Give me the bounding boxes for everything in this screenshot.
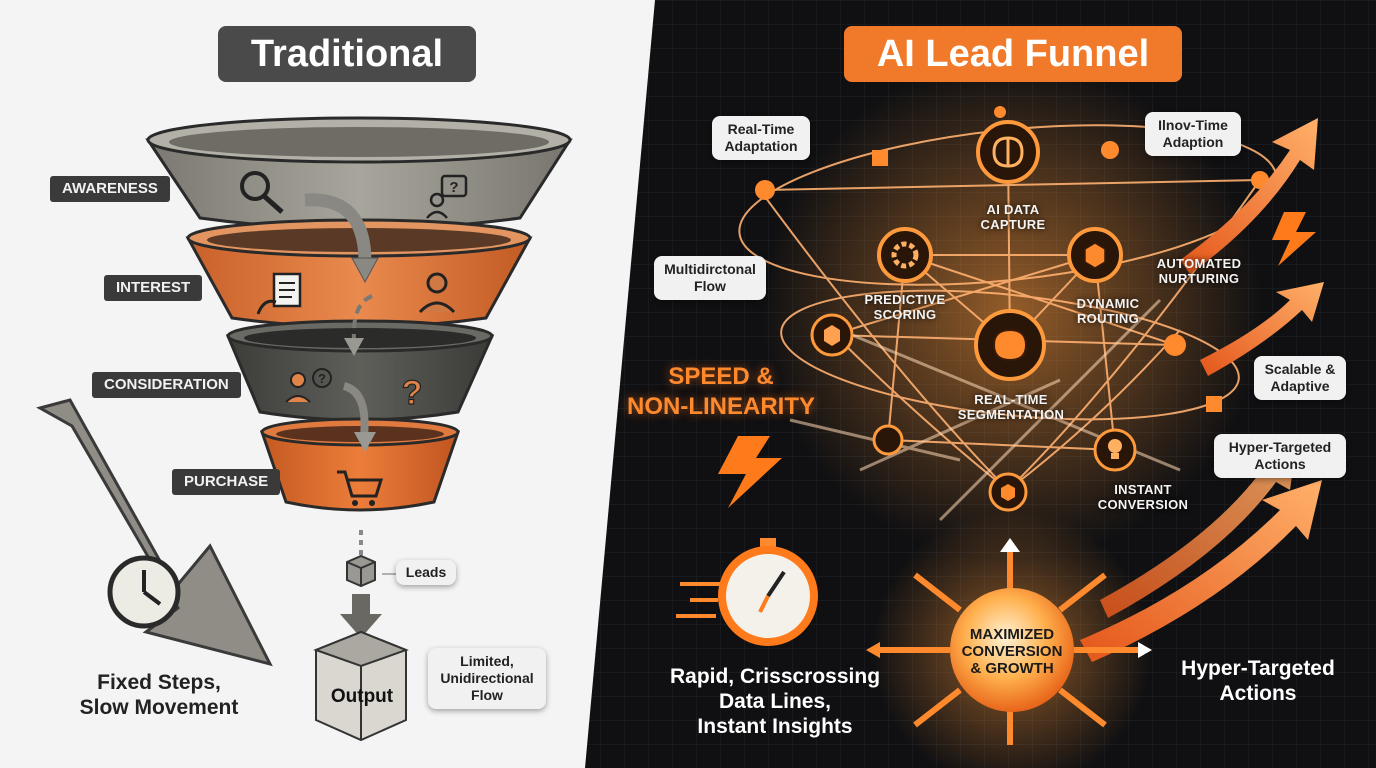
up-arrow: [1000, 538, 1020, 552]
gear-icon: [877, 227, 933, 283]
conversion-orb: [950, 588, 1074, 712]
node-instant-conversion: INSTANT CONVERSION: [1097, 482, 1189, 512]
output-label: Output: [330, 686, 394, 707]
brain-icon: [976, 120, 1040, 184]
cube-icon: [810, 313, 854, 357]
cart-icon: [337, 470, 384, 506]
limited-flow-bubble: Limited, Unidirectional Flow: [428, 648, 546, 709]
svg-text:?: ?: [449, 179, 458, 196]
stage-label-interest: INTEREST: [104, 275, 203, 301]
growth-arrow: [1200, 282, 1324, 376]
orb-label: MAXIMIZED CONVERSION & GROWTH: [961, 626, 1063, 677]
person-question-icon: ? ?: [285, 368, 423, 413]
node-ai-data-capture: AI DATA CAPTURE: [980, 202, 1046, 232]
ai-caption-right: Hyper-Targeted Actions: [1181, 657, 1335, 705]
growth-arrow: [1080, 480, 1322, 662]
gear-icon: [872, 424, 904, 456]
document-hand-icon: [256, 272, 302, 315]
lightning-icon: [1272, 212, 1316, 266]
growth-arrow: [1100, 446, 1296, 618]
bubble-hyper-targeted: Hyper-Targeted Actions: [1214, 434, 1346, 478]
person-question-icon: ?: [426, 174, 468, 219]
stage-label-consideration: CONSIDERATION: [92, 372, 241, 398]
ai-caption-left: Rapid, Crisscrossing Data Lines, Instant…: [669, 665, 881, 738]
bubble-multidirectional-flow: Multidirctonal Flow: [654, 256, 766, 300]
traditional-title: Traditional: [218, 26, 476, 82]
node-automated-nurturing: AUTOMATED NURTURING: [1156, 256, 1242, 286]
cube-icon: [1067, 227, 1123, 283]
slow-arrow: [36, 398, 273, 667]
bubble-scalable-adaptive: Scalable & Adaptive: [1254, 356, 1346, 400]
clock-icon: [107, 555, 181, 629]
stage-label-awareness: AWARENESS: [50, 176, 170, 202]
magnifier-icon: [240, 171, 284, 214]
stage-label-purchase: PURCHASE: [172, 469, 281, 495]
lightning-icon: [718, 436, 782, 508]
traditional-caption: Fixed Steps, Slow Movement: [79, 671, 239, 719]
brain-icon: [974, 309, 1046, 381]
person-badge-icon: [418, 272, 456, 314]
bubble-inov-time-adaption: Ilnov-Time Adaption: [1145, 112, 1241, 156]
bubble-real-time-adaptation: Real-Time Adaptation: [712, 116, 810, 160]
svg-text:?: ?: [402, 374, 423, 412]
speed-label: SPEED & NON-LINEARITY: [627, 363, 815, 420]
lightbulb-icon: [1093, 428, 1137, 472]
leads-label: Leads: [396, 560, 456, 585]
cube-icon: [988, 472, 1028, 512]
ai-funnel-title: AI Lead Funnel: [844, 26, 1182, 82]
box-icon: [346, 554, 376, 588]
node-real-time-segmentation: REAL-TIME SEGMENTATION: [957, 392, 1065, 422]
stopwatch-icon: [676, 538, 818, 646]
node-predictive-scoring: PREDICTIVE SCORING: [864, 292, 946, 322]
node-dynamic-routing: DYNAMIC ROUTING: [1076, 296, 1140, 326]
growth-arrow: [1180, 118, 1318, 274]
satellite-nodes: [755, 106, 1269, 412]
svg-text:?: ?: [318, 371, 326, 386]
output-box: [313, 630, 409, 742]
